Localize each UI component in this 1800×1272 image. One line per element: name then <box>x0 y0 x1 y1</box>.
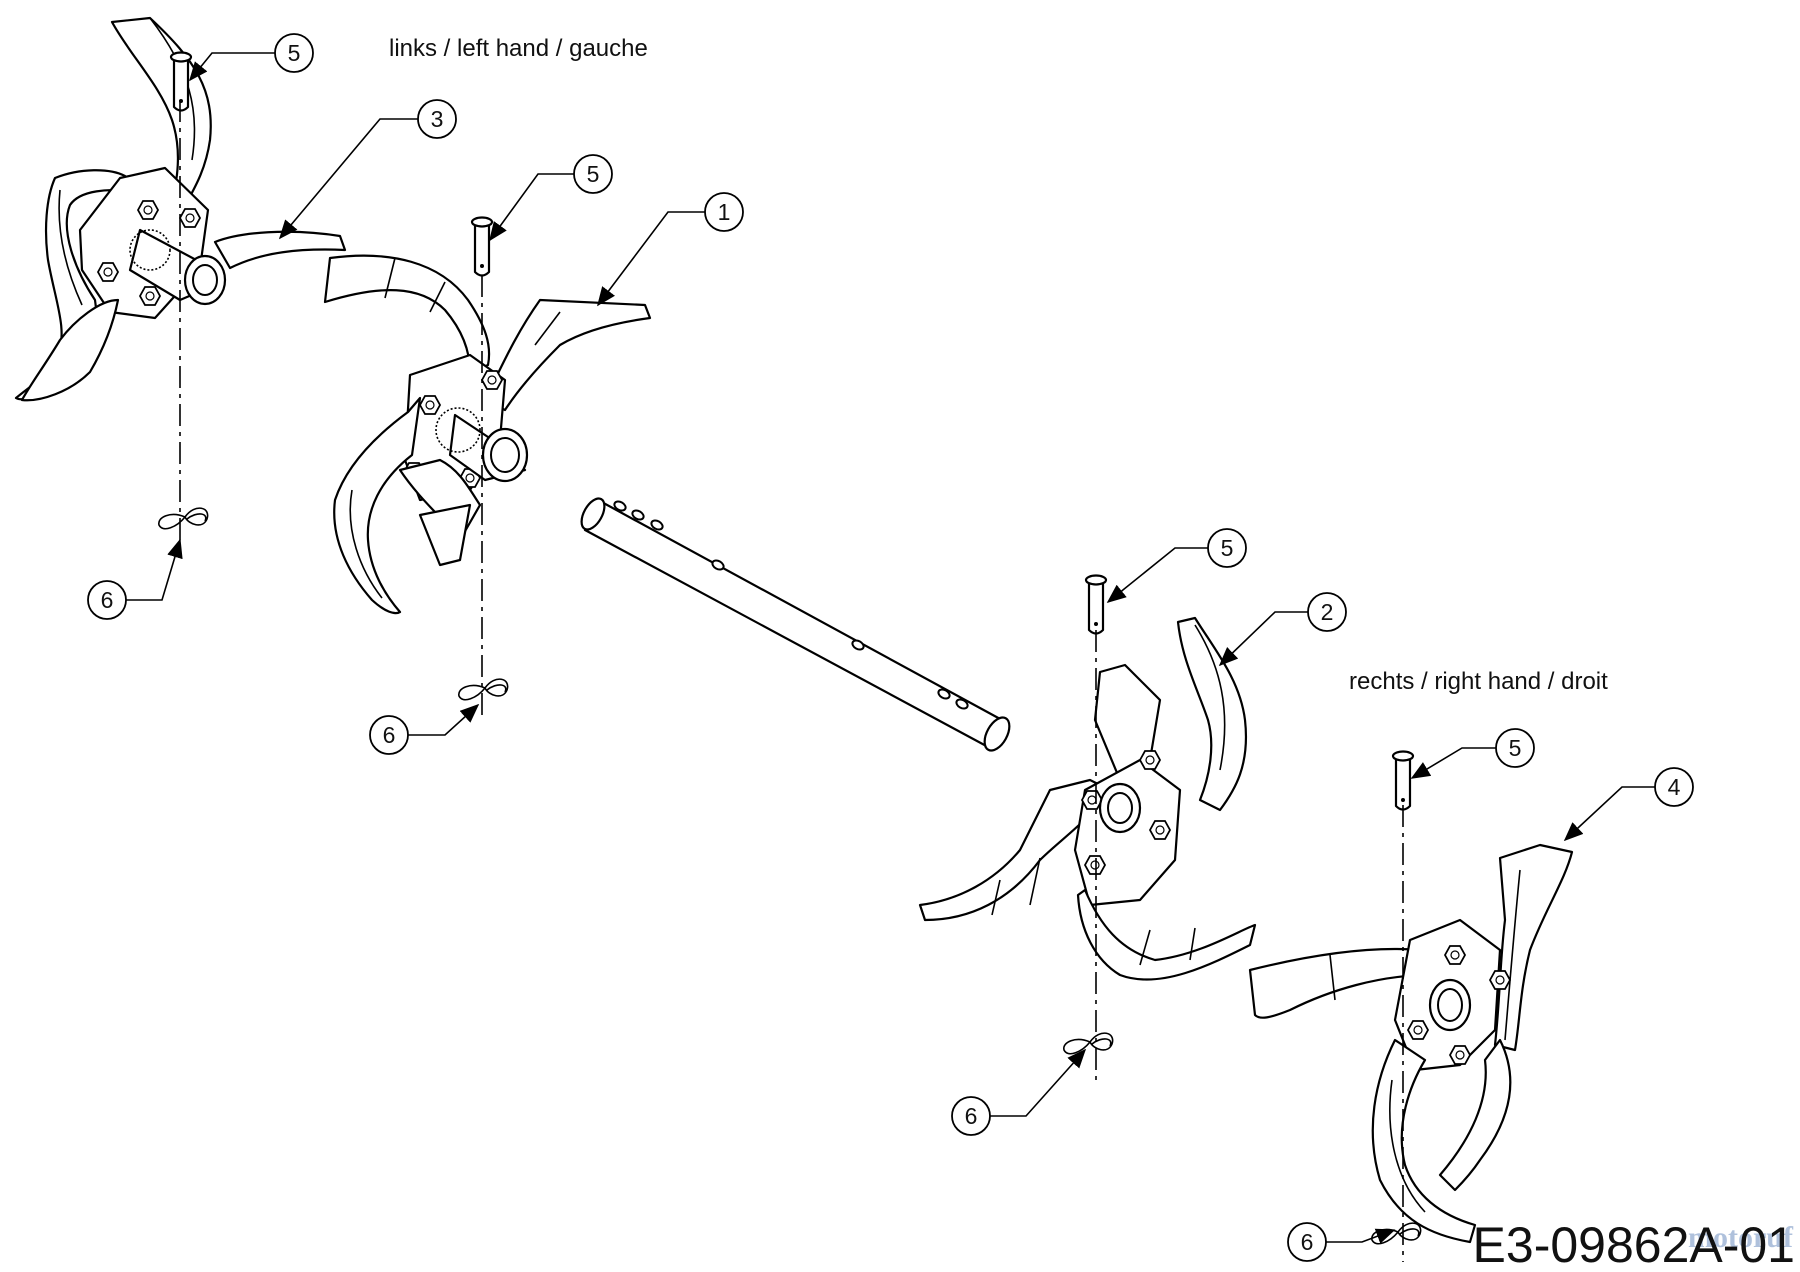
callout-6-a-label: 6 <box>101 587 114 613</box>
callout-6-a <box>87 580 127 620</box>
callout-3-label: 3 <box>431 106 444 132</box>
callout-5-d-label: 5 <box>1509 735 1522 761</box>
callout-3 <box>417 99 457 139</box>
callout-6-d-label: 6 <box>1301 1229 1314 1255</box>
tine-assembly-3 <box>14 16 491 402</box>
callout-2 <box>1307 592 1347 632</box>
callout-6-d <box>1287 1222 1327 1262</box>
callout-5-d <box>1495 728 1535 768</box>
clevis-pin-5a <box>169 51 193 112</box>
callout-6-b-label: 6 <box>383 722 396 748</box>
callout-5-b <box>573 154 613 194</box>
tiller-shaft <box>580 497 1011 752</box>
tine-assembly-1 <box>333 298 652 615</box>
tine-assembly-2 <box>918 616 1257 981</box>
hairpin-clip-6d <box>1371 1222 1422 1245</box>
callout-5-a-label: 5 <box>288 40 301 66</box>
callout-1-label: 1 <box>718 199 731 225</box>
callout-5-c-label: 5 <box>1221 535 1234 561</box>
callout-2-label: 2 <box>1321 599 1334 625</box>
callout-5-a <box>274 33 314 73</box>
clevis-pin-5b <box>470 216 494 277</box>
callout-5-c <box>1207 528 1247 568</box>
clevis-pin-5c <box>1084 574 1108 635</box>
callout-1 <box>704 192 744 232</box>
callout-4 <box>1654 767 1694 807</box>
callout-6-c <box>951 1096 991 1136</box>
clevis-pin-5d <box>1391 750 1415 811</box>
tine-assembly-4 <box>1248 843 1574 1244</box>
diagram-code: E3-09862A-01 <box>1473 1217 1795 1272</box>
left-hand-label: links / left hand / gauche <box>389 35 648 62</box>
hairpin-clip-6a <box>158 507 209 530</box>
callout-4-label: 4 <box>1668 774 1681 800</box>
hairpin-clip-6b <box>458 678 509 701</box>
callout-6-b <box>369 715 409 755</box>
right-hand-label: rechts / right hand / droit <box>1349 668 1608 695</box>
watermark-logo: motoruf <box>1688 1221 1794 1254</box>
hairpin-clip-6c <box>1063 1032 1114 1055</box>
callout-5-b-label: 5 <box>587 161 600 187</box>
callout-6-c-label: 6 <box>965 1103 978 1129</box>
